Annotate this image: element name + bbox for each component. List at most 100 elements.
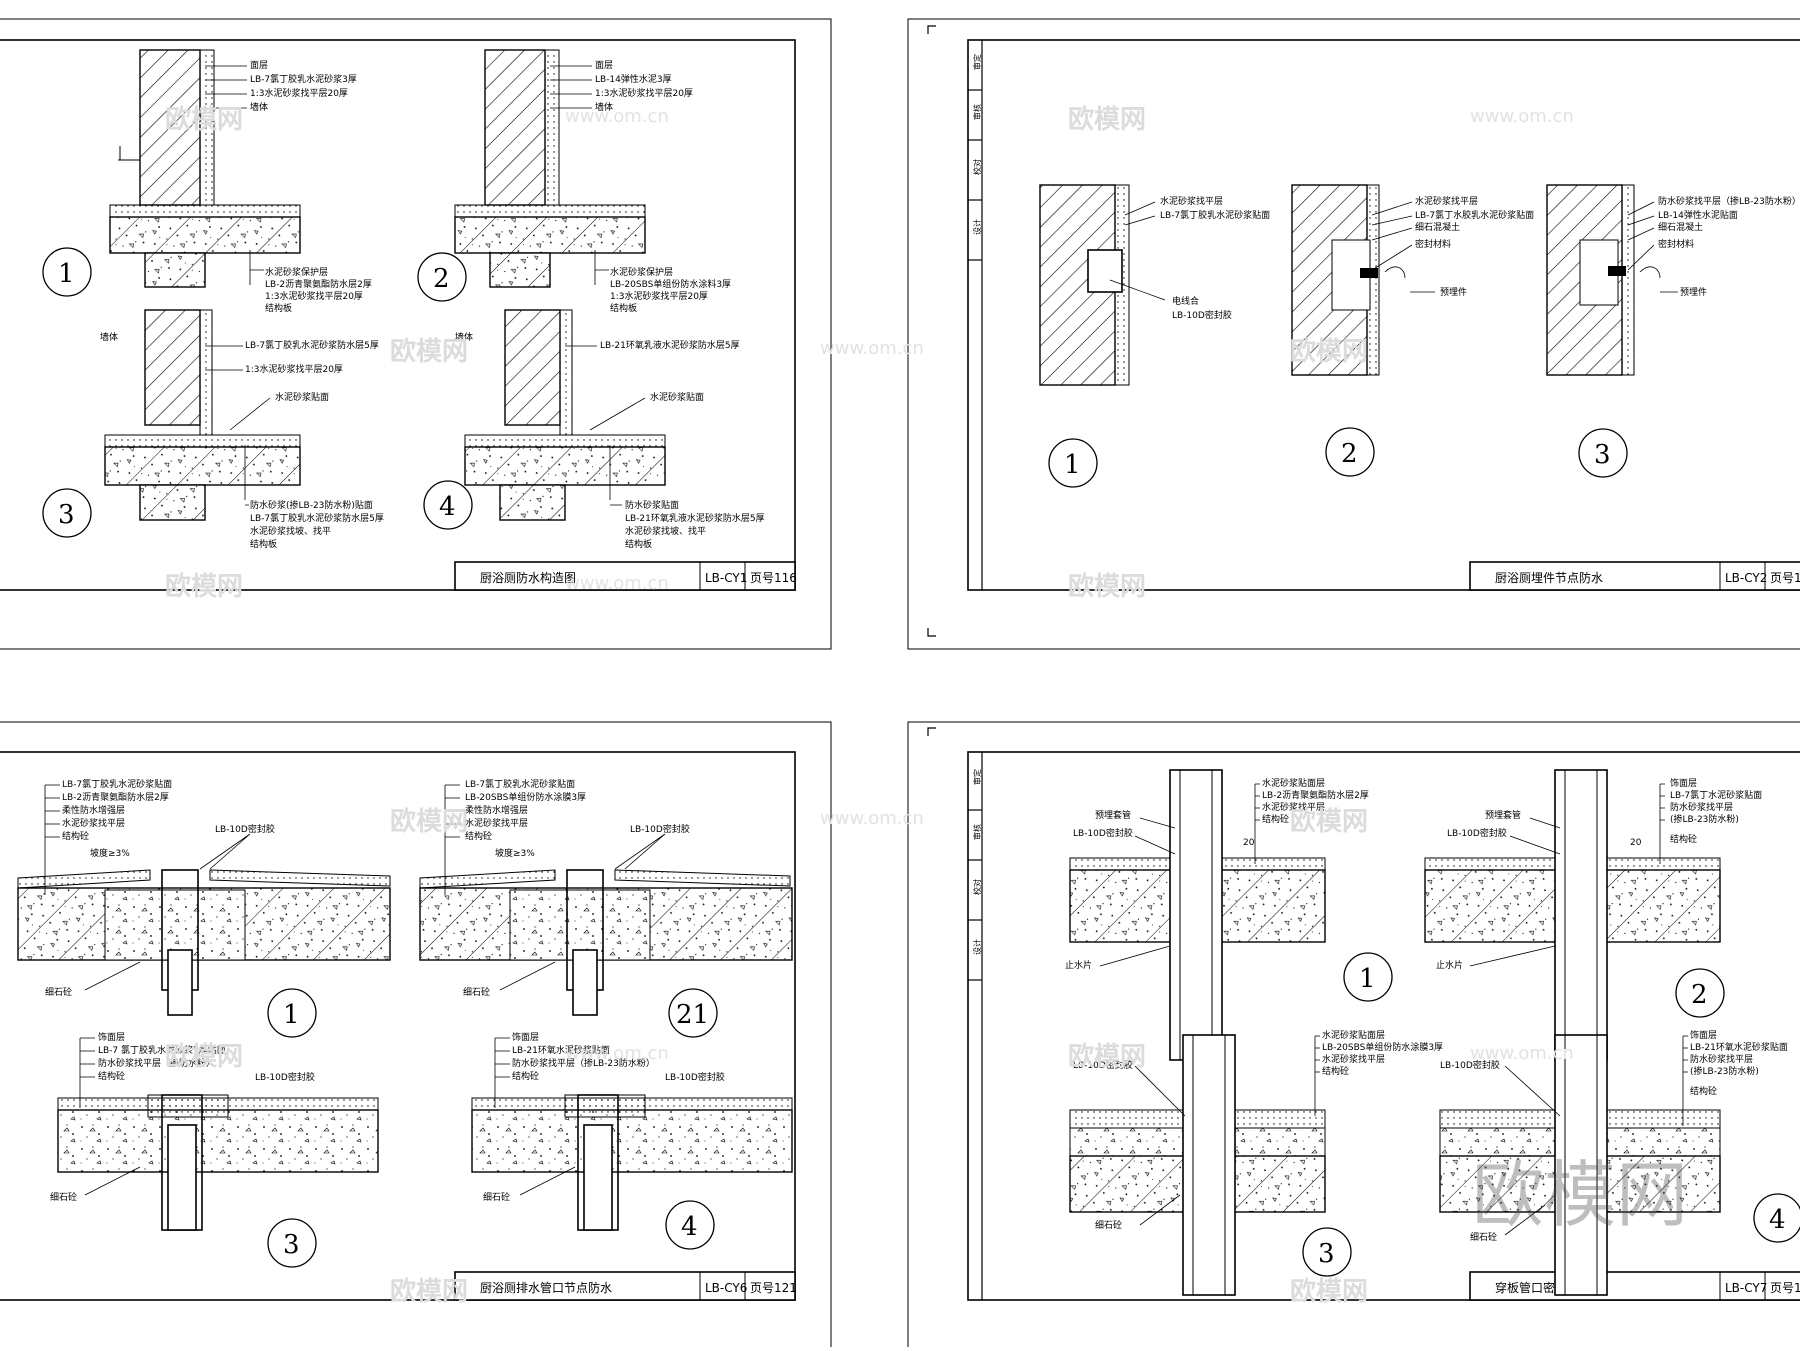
detail-cy1-1 — [109, 49, 301, 288]
label-text: 水泥砂浆贴面 — [650, 391, 704, 403]
label-text: 细石混凝土 — [1658, 221, 1703, 233]
side-stamp-columns — [968, 40, 983, 1300]
stamp-label: 审定 — [972, 54, 982, 70]
label-text: LB-21环氧乳液水泥砂浆防水层5厚 — [600, 339, 740, 351]
label-text: LB-7氯丁胶乳水泥砂浆贴面 — [1160, 209, 1270, 221]
label-text: 细石混凝土 — [1415, 221, 1460, 233]
watermark-text: 欧模网 — [165, 104, 243, 135]
watermark-text: 欧模网 — [1290, 1276, 1368, 1307]
label-text: LB-21环氧水泥砂浆贴面 — [1690, 1041, 1788, 1053]
side-stamp-labels: 审定 审核 校对 设计 审定 审核 校对 设计 — [972, 54, 982, 955]
label-text: 结构砼 — [512, 1070, 539, 1082]
label-text: 1:3水泥砂浆找平层20厚 — [265, 290, 363, 302]
sheet-title: 厨浴厕防水构造图 — [480, 570, 576, 585]
sheet-title: 厨浴厕排水管口节点防水 — [480, 1280, 612, 1295]
label-text: LB-21环氧乳液水泥砂浆防水层5厚 — [625, 512, 765, 524]
label-text: LB-2沥青聚氨酯防水层2厚 — [62, 791, 169, 803]
watermark-text: 欧模网 — [390, 806, 468, 837]
label-text: 结构砼 — [1670, 833, 1697, 845]
label-text: LB-7氯丁胶乳水泥砂浆3厚 — [250, 73, 357, 85]
watermark-logo-text: 欧模网 — [1472, 1153, 1688, 1237]
label-text: 防水砂浆找平层 — [1690, 1053, 1753, 1065]
detail-number: 1 — [58, 259, 75, 289]
detail-cy7-1 — [1069, 769, 1326, 1061]
watermarks: 欧模网 www.om.cn 欧模网 www.om.cn 欧模网 www.om.c… — [165, 104, 1688, 1307]
label-text: 防水砂浆(掺LB-23防水粉)贴面 — [250, 499, 373, 511]
label-text: 细石砼 — [483, 1191, 510, 1203]
watermark-url: www.om.cn — [1470, 106, 1574, 127]
sheet-page: 页号1 — [1770, 1281, 1800, 1295]
label-text: 坡度≥3% — [90, 847, 130, 859]
label-text: 水泥砂浆保护层 — [265, 266, 328, 278]
label-text: 水泥砂浆找坡、找平 — [250, 525, 331, 537]
label-text: 面层 — [595, 60, 613, 71]
detail-cy6-2 — [419, 869, 793, 1016]
detail-cy6-4 — [471, 1094, 793, 1231]
watermark-text: 欧模网 — [1068, 1041, 1146, 1072]
stamp-label: 校对 — [972, 879, 982, 895]
label-text: 结构板 — [265, 302, 292, 314]
sheet-code: LB-CY7 — [1725, 1281, 1767, 1295]
watermark-text: 欧模网 — [1068, 104, 1146, 135]
callouts-cy1: 面层 LB-7氯丁胶乳水泥砂浆3厚 1:3水泥砂浆找平层20厚 墙体 水泥砂浆保… — [100, 60, 765, 550]
label-text: 水泥砂浆找平层 — [1160, 195, 1223, 207]
detail-cy2-1 — [1039, 184, 1130, 386]
label-text: 止水片 — [1436, 959, 1463, 971]
label-text: 1:3水泥砂浆找平层20厚 — [595, 87, 693, 99]
label-text: LB-7氯丁水胶乳水泥砂浆贴面 — [1415, 209, 1534, 221]
label-text: 预埋套管 — [1485, 809, 1521, 821]
label-text: 水泥砂浆贴面层 — [1322, 1029, 1385, 1041]
title-block-cy1: 厨浴厕防水构造图 LB-CY1 页号116 — [454, 561, 797, 591]
label-text: LB-7氯丁胶乳水泥砂浆防水层5厚 — [245, 339, 379, 351]
watermark-url: www.om.cn — [565, 1043, 669, 1064]
label-text: 结构砼 — [465, 830, 492, 842]
stamp-label: 校对 — [972, 159, 982, 175]
label-text: LB-2沥青聚氨酯防水层2厚 — [265, 278, 372, 290]
sheet-code: LB-CY2 — [1725, 571, 1767, 585]
detail-cy1-2 — [454, 49, 646, 288]
label-text: 水泥砂浆找平层 — [1415, 195, 1478, 207]
detail-number: 3 — [58, 500, 75, 530]
label-text: (掺LB-23防水粉) — [1670, 813, 1739, 825]
sheet-title: 厨浴厕埋件节点防水 — [1495, 570, 1603, 585]
watermark-url: www.om.cn — [820, 338, 924, 359]
detail-numbers-cy1: 1 2 3 4 — [42, 247, 473, 538]
label-text: 面层 — [250, 60, 268, 71]
sheet-frames — [0, 18, 1800, 1351]
label-text: 止水片 — [1065, 959, 1092, 971]
label-text: 饰面层 — [98, 1031, 125, 1043]
callouts-cy7: 预埋套管 LB-10D密封胶 水泥砂浆贴面层 LB-2沥青聚氨酯防水层2厚 水泥… — [1065, 777, 1788, 1243]
label-text: 墙体 — [595, 101, 613, 113]
label-text: 1:3水泥砂浆找平层20厚 — [250, 87, 348, 99]
label-text: LB-14弹性水泥贴面 — [1658, 209, 1738, 221]
label-text: LB-20SBS单组份防水涂膜3厚 — [465, 791, 586, 803]
detail-cy6-3 — [57, 1094, 379, 1231]
watermark-url: www.om.cn — [1470, 1043, 1574, 1064]
leader-lines-cy2 — [1109, 201, 1678, 301]
detail-numbers-cy7: 1 2 3 4 — [1302, 952, 1800, 1277]
detail-number: 4 — [1769, 1205, 1786, 1235]
label-text: 水泥砂浆保护层 — [610, 266, 673, 278]
detail-number: 1 — [283, 1000, 300, 1030]
watermark-url: www.om.cn — [565, 106, 669, 127]
label-text: 20 — [1243, 838, 1255, 848]
stamp-label: 审核 — [972, 824, 982, 840]
label-text: LB-10D密封胶 — [215, 823, 275, 835]
label-text: 水泥砂浆找平层 — [1322, 1053, 1385, 1065]
watermark-text: 欧模网 — [1290, 336, 1368, 367]
label-text: 1:3水泥砂浆找平层20厚 — [610, 290, 708, 302]
label-text: 细石砼 — [463, 986, 490, 998]
label-text: LB-20SBS单组份防水涂料3厚 — [610, 278, 731, 290]
detail-numbers-cy2: 1 2 3 — [1048, 427, 1628, 488]
label-text: 结构板 — [625, 538, 652, 550]
detail-cy6-1 — [17, 869, 391, 1016]
label-text: LB-10D密封胶 — [1172, 309, 1232, 321]
label-text: 1:3水泥砂浆找平层20厚 — [245, 363, 343, 375]
label-text: 饰面层 — [512, 1031, 539, 1043]
detail-number: 2 — [433, 264, 450, 294]
sheet-code: LB-CY1 — [705, 571, 747, 585]
watermark-text: 欧模网 — [165, 1041, 243, 1072]
label-text: 饰面层 — [1670, 777, 1697, 789]
watermark-text: 欧模网 — [1068, 571, 1146, 602]
label-text: 结构板 — [610, 302, 637, 314]
